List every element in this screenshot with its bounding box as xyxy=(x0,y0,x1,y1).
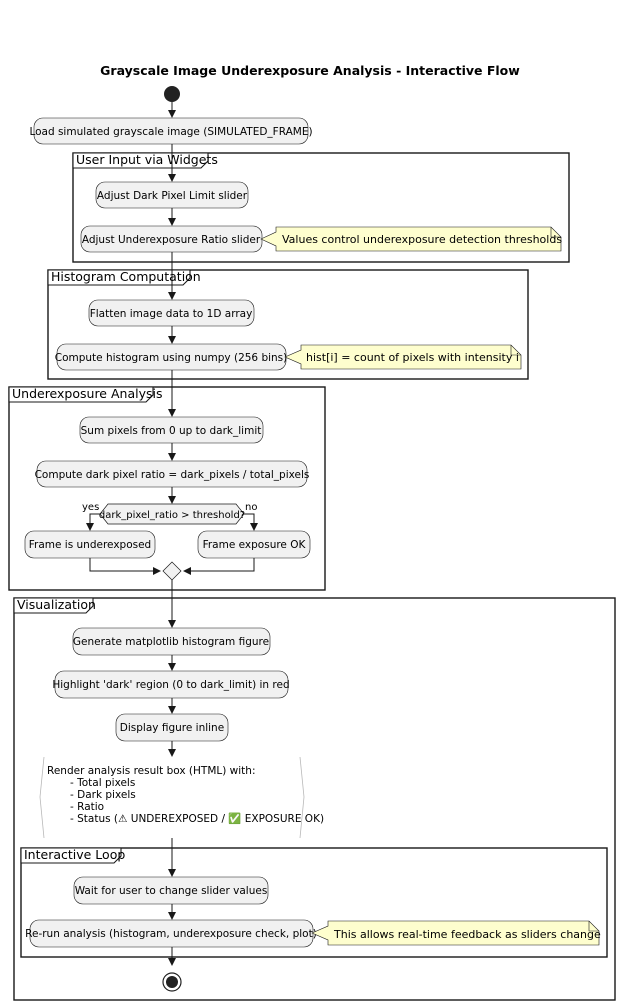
svg-text:Values control underexposure d: Values control underexposure detection t… xyxy=(282,233,562,246)
node-highlight-dark: Highlight 'dark' region (0 to dark_limit… xyxy=(52,670,290,699)
render-box-line-4: - Ratio xyxy=(70,801,104,813)
decision-threshold: dark_pixel_ratio > threshold? yes no xyxy=(82,502,257,525)
svg-text:Compute histogram using numpy: Compute histogram using numpy (256 bins) xyxy=(55,352,288,364)
frame-visualization: Visualization xyxy=(13,597,616,1001)
svg-text:Wait for user to change slider: Wait for user to change slider values xyxy=(75,885,268,897)
node-load: Load simulated grayscale image (SIMULATE… xyxy=(29,117,313,145)
frame-histogram: Histogram Computation xyxy=(47,269,529,380)
node-underexposed: Frame is underexposed xyxy=(24,530,156,559)
node-render-result-box: Render analysis result box (HTML) with: … xyxy=(39,756,324,839)
node-adjust-dark-limit: Adjust Dark Pixel Limit slider xyxy=(95,181,249,209)
node-sum-pixels: Sum pixels from 0 up to dark_limit xyxy=(79,416,264,444)
node-rerun-analysis: Re-run analysis (histogram, underexposur… xyxy=(25,919,317,948)
frame-label-histogram: Histogram Computation xyxy=(51,269,201,284)
render-box-line-5: - Status (⚠ UNDEREXPOSED / ✅ EXPOSURE OK… xyxy=(70,812,324,825)
svg-text:Flatten image data to 1D array: Flatten image data to 1D array xyxy=(90,308,253,320)
arrowheads xyxy=(86,110,258,966)
note-histogram-definition: hist[i] = count of pixels with intensity… xyxy=(284,344,522,370)
render-box-line-2: - Total pixels xyxy=(70,777,135,789)
node-compute-ratio: Compute dark pixel ratio = dark_pixels /… xyxy=(35,460,310,488)
svg-text:Load simulated grayscale image: Load simulated grayscale image (SIMULATE… xyxy=(29,126,312,138)
svg-text:Generate matplotlib histogram: Generate matplotlib histogram figure xyxy=(73,636,269,648)
svg-text:Frame is underexposed: Frame is underexposed xyxy=(29,539,151,551)
svg-text:Compute dark pixel ratio = dar: Compute dark pixel ratio = dark_pixels /… xyxy=(35,469,310,481)
merge-node xyxy=(162,561,182,581)
svg-text:Frame exposure OK: Frame exposure OK xyxy=(203,539,307,551)
frame-interactive-loop: Interactive Loop xyxy=(20,847,608,958)
svg-text:Adjust Dark Pixel Limit slider: Adjust Dark Pixel Limit slider xyxy=(97,190,248,202)
node-exposure-ok: Frame exposure OK xyxy=(197,530,311,559)
note-realtime-feedback: This allows real-time feedback as slider… xyxy=(311,920,601,946)
node-flatten: Flatten image data to 1D array xyxy=(88,299,255,327)
node-compute-histogram: Compute histogram using numpy (256 bins) xyxy=(55,343,288,371)
svg-text:Sum pixels from 0 up to dark_l: Sum pixels from 0 up to dark_limit xyxy=(81,425,262,437)
frame-label-user-input: User Input via Widgets xyxy=(76,152,218,167)
node-display-figure: Display figure inline xyxy=(115,713,229,742)
svg-text:hist[i] = count of pixels with: hist[i] = count of pixels with intensity… xyxy=(306,351,519,364)
render-box-line-1: Render analysis result box (HTML) with: xyxy=(47,765,256,777)
frame-underexposure: Underexposure Analysis xyxy=(8,386,326,591)
branch-no-label: no xyxy=(245,502,257,513)
node-generate-figure: Generate matplotlib histogram figure xyxy=(72,627,271,656)
frame-label-visualization: Visualization xyxy=(17,597,96,612)
branch-yes-label: yes xyxy=(82,502,99,513)
start-node xyxy=(164,86,180,102)
svg-text:Adjust Underexposure Ratio sli: Adjust Underexposure Ratio slider xyxy=(82,234,261,246)
diagram-title: Grayscale Image Underexposure Analysis -… xyxy=(100,63,520,78)
svg-text:This allows real-time feedback: This allows real-time feedback as slider… xyxy=(333,928,601,941)
end-node xyxy=(162,972,182,992)
frame-user-input: User Input via Widgets xyxy=(72,152,570,263)
svg-text:Display figure inline: Display figure inline xyxy=(120,722,224,734)
svg-text:Re-run analysis (histogram, un: Re-run analysis (histogram, underexposur… xyxy=(25,928,317,940)
frame-label-underexposure: Underexposure Analysis xyxy=(12,386,162,401)
frame-label-interactive-loop: Interactive Loop xyxy=(24,847,125,862)
node-wait-for-user: Wait for user to change slider values xyxy=(73,876,269,905)
decision-condition: dark_pixel_ratio > threshold? xyxy=(99,510,245,521)
note-thresholds: Values control underexposure detection t… xyxy=(260,226,562,252)
svg-text:Highlight 'dark' region (0 to: Highlight 'dark' region (0 to dark_limit… xyxy=(52,679,289,691)
render-box-line-3: - Dark pixels xyxy=(70,789,136,801)
node-adjust-ratio: Adjust Underexposure Ratio slider xyxy=(80,225,263,253)
